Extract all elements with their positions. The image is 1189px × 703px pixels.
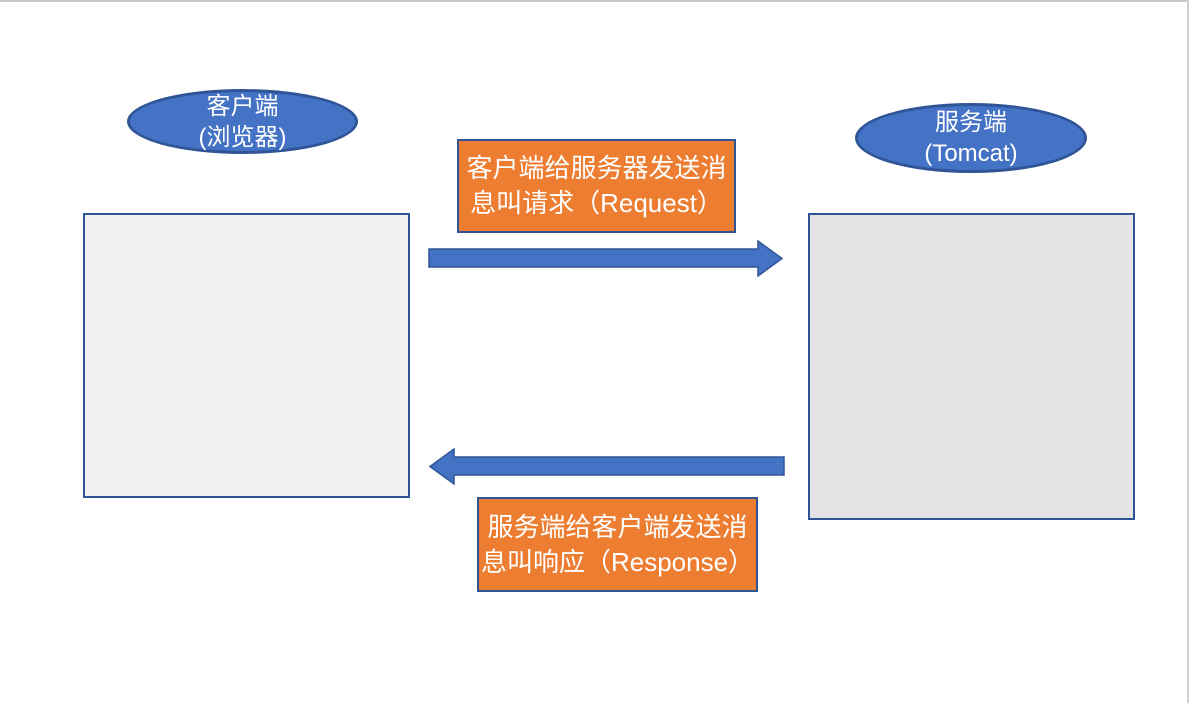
server-ellipse: 服务端 (Tomcat) <box>855 103 1087 173</box>
server-box <box>808 213 1135 520</box>
client-label-line2: (浏览器) <box>198 123 287 151</box>
client-ellipse: 客户端 (浏览器) <box>127 89 358 154</box>
response-label-line2: 息叫响应（Response） <box>480 546 755 577</box>
response-label: 服务端给客户端发送消 息叫响应（Response） <box>477 497 758 592</box>
client-label-line1: 客户端 <box>206 92 279 120</box>
response-label-line1: 服务端给客户端发送消 <box>487 511 748 542</box>
request-label-line2: 息叫请求（Request） <box>470 188 723 218</box>
window-right-edge-line <box>1187 0 1189 703</box>
response-arrow-shape <box>428 448 785 485</box>
response-arrow-left-icon <box>428 448 785 485</box>
client-box <box>83 213 410 498</box>
window-top-edge-line <box>0 0 1189 2</box>
request-arrow-shape <box>428 240 784 277</box>
server-label-line2: (Tomcat) <box>924 140 1018 167</box>
request-label: 客户端给服务器发送消 息叫请求（Request） <box>457 139 736 233</box>
request-arrow-right-icon <box>428 240 784 277</box>
server-label-line1: 服务端 <box>935 109 1007 136</box>
request-label-line1: 客户端给服务器发送消 <box>466 153 727 183</box>
